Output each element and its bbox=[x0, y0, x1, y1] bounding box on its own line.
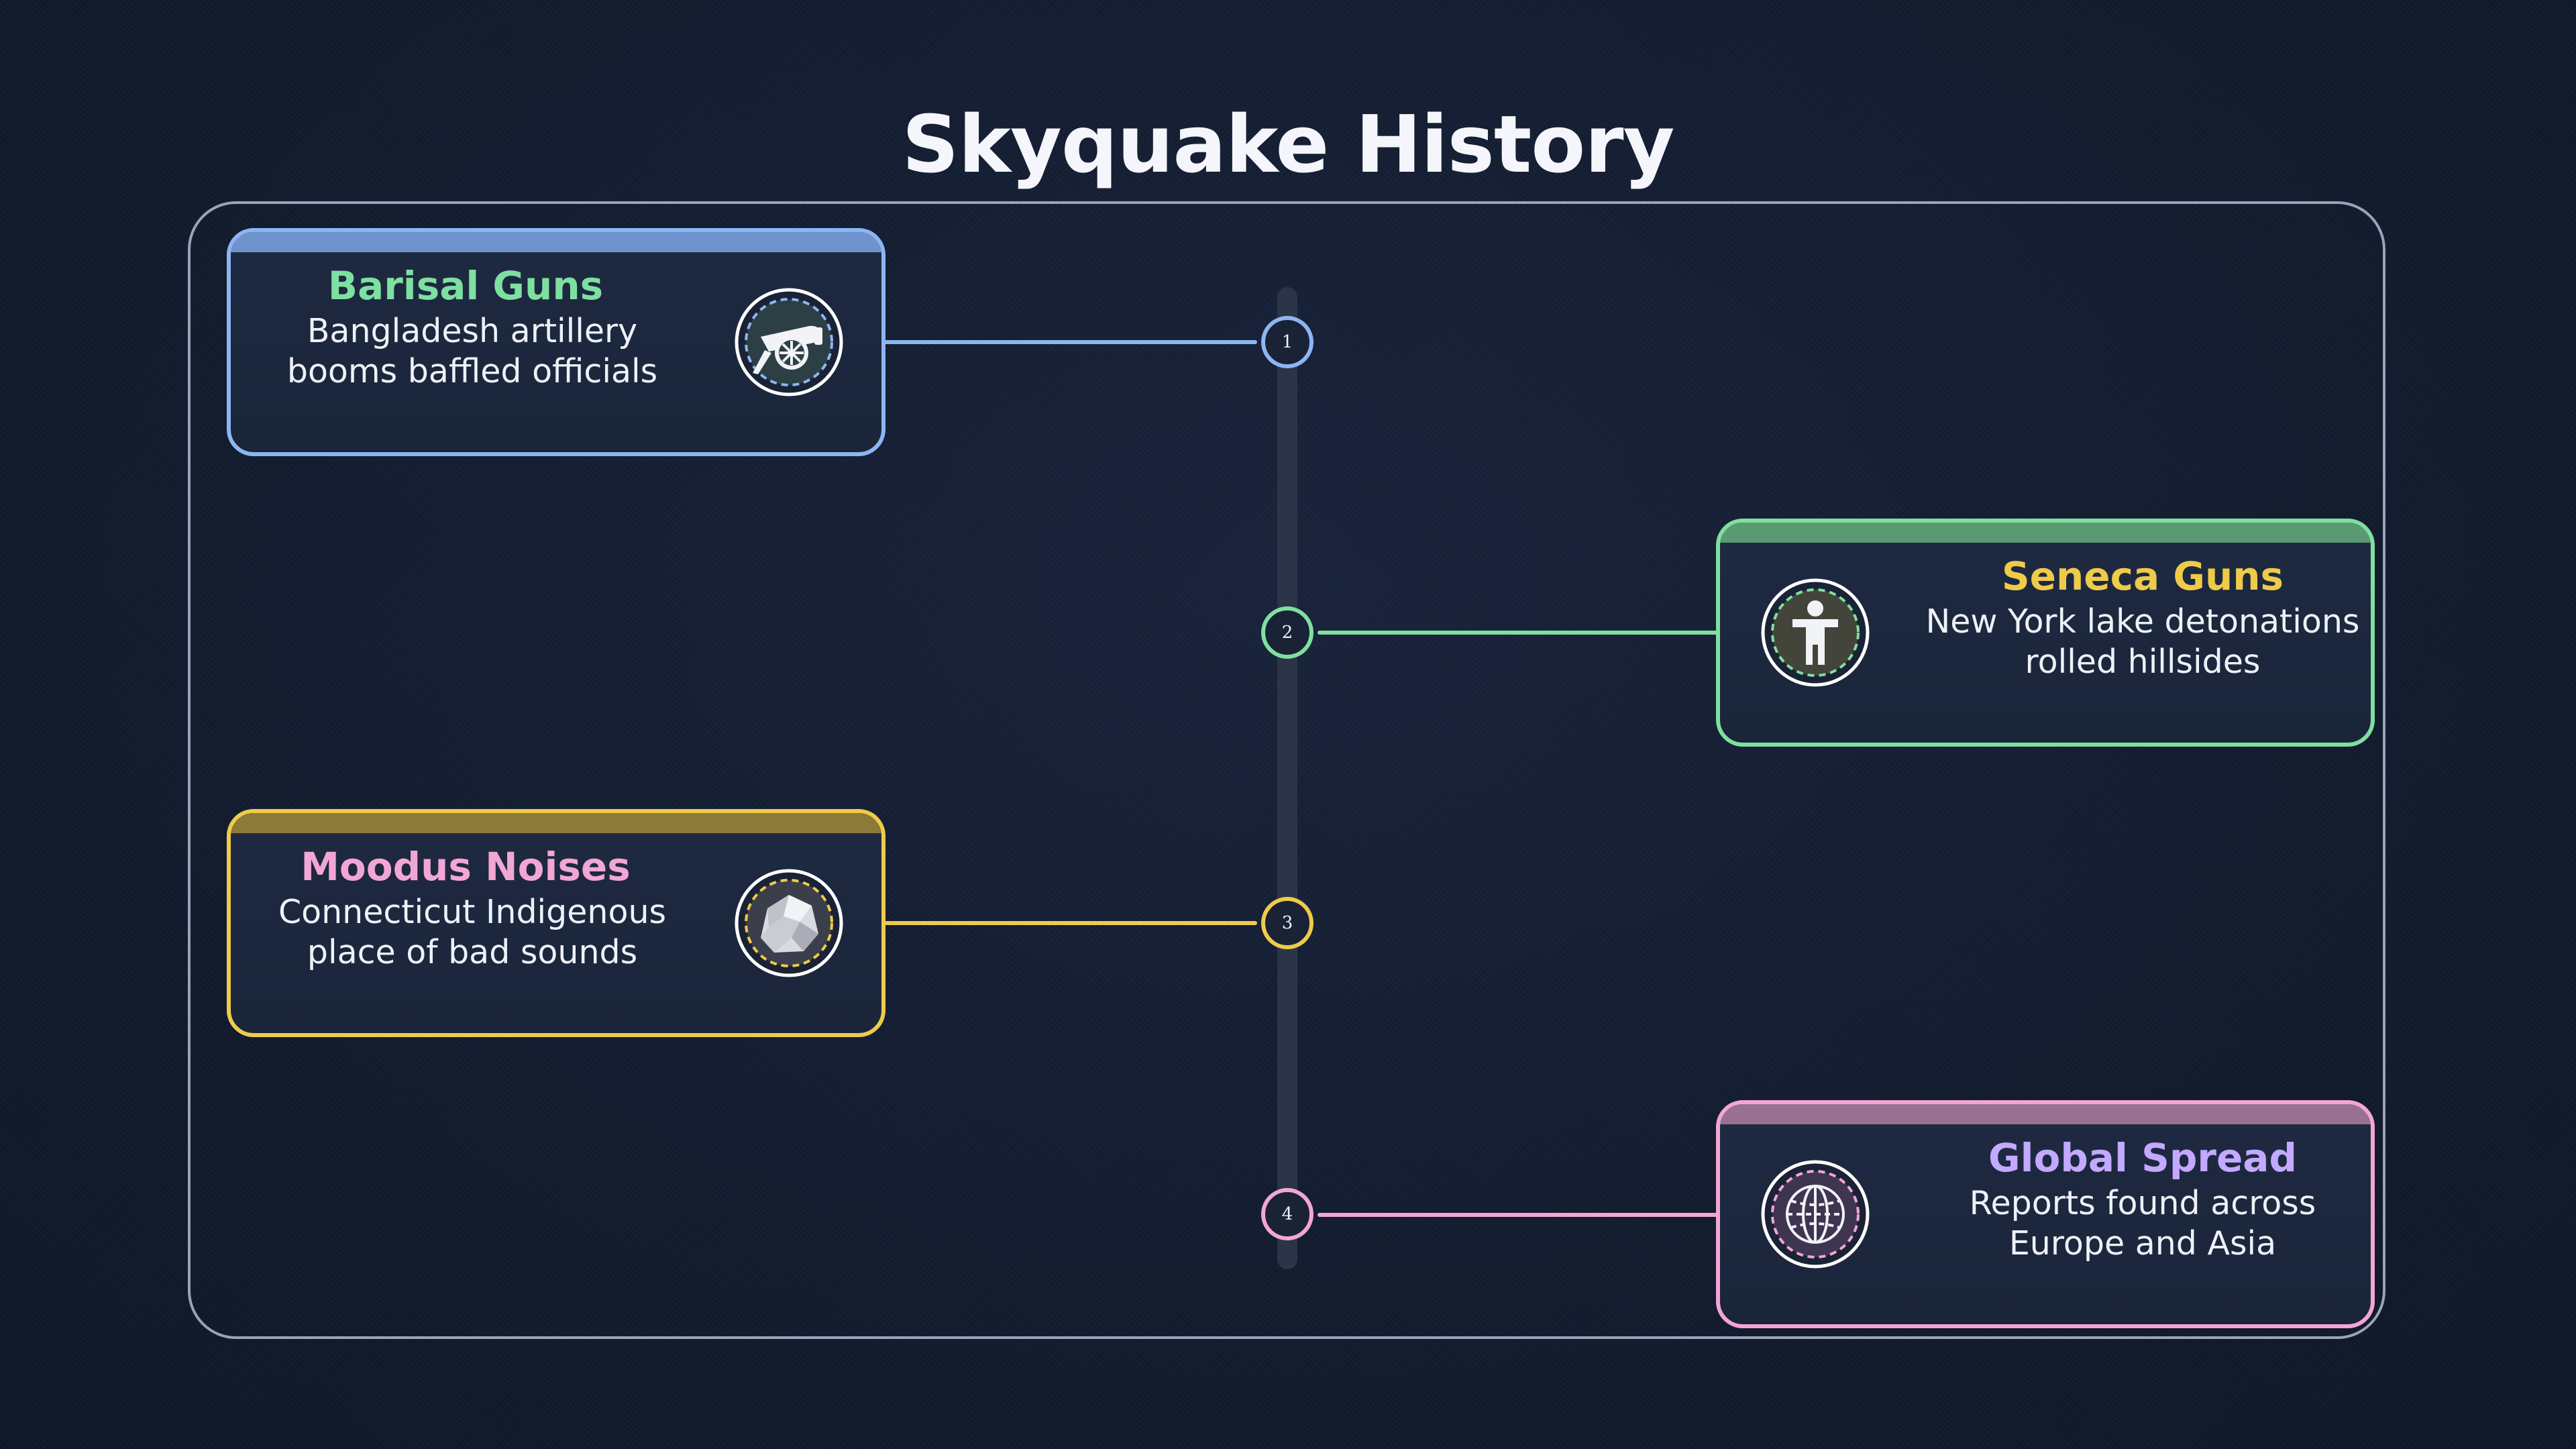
event-title: Global Spread bbox=[1988, 1135, 2297, 1181]
page-title: Skyquake History bbox=[902, 98, 1675, 191]
timeline-node-2: 2 bbox=[1261, 606, 1313, 659]
cannon-icon bbox=[734, 287, 844, 397]
event-title: Moodus Noises bbox=[301, 844, 631, 890]
event-card-barisal-guns: Barisal Guns Bangladesh artillery booms … bbox=[227, 228, 885, 456]
event-card-moodus-noises: Moodus Noises Connecticut Indigenous pla… bbox=[227, 809, 885, 1037]
event-card-seneca-guns: Seneca Guns New York lake detonations ro… bbox=[1716, 519, 2375, 747]
timeline-node-1: 1 bbox=[1261, 316, 1313, 368]
timeline-spine bbox=[1277, 287, 1297, 1269]
card-accent-band bbox=[1720, 523, 2371, 543]
event-description: New York lake detonations rolled hillsid… bbox=[1925, 602, 2360, 681]
event-description: Reports found across Europe and Asia bbox=[1969, 1184, 2316, 1263]
timeline-node-3: 3 bbox=[1261, 897, 1313, 949]
card-accent-band bbox=[231, 813, 881, 833]
connector-3 bbox=[883, 921, 1257, 925]
timeline-frame bbox=[188, 201, 2385, 1339]
card-accent-band bbox=[231, 232, 881, 252]
connector-4 bbox=[1318, 1213, 1719, 1217]
event-title: Seneca Guns bbox=[2001, 553, 2284, 599]
timeline-node-4: 4 bbox=[1261, 1188, 1313, 1240]
event-description: Connecticut Indigenous place of bad soun… bbox=[278, 893, 667, 971]
rock-icon bbox=[734, 868, 844, 978]
event-title: Barisal Guns bbox=[327, 263, 604, 309]
event-description: Bangladesh artillery booms baffled offic… bbox=[286, 312, 658, 390]
event-card-global-spread: Global Spread Reports found across Europ… bbox=[1716, 1100, 2375, 1328]
connector-1 bbox=[883, 340, 1257, 344]
person-icon bbox=[1760, 578, 1870, 688]
globe-icon bbox=[1760, 1159, 1870, 1269]
card-accent-band bbox=[1720, 1104, 2371, 1124]
connector-2 bbox=[1318, 631, 1719, 635]
